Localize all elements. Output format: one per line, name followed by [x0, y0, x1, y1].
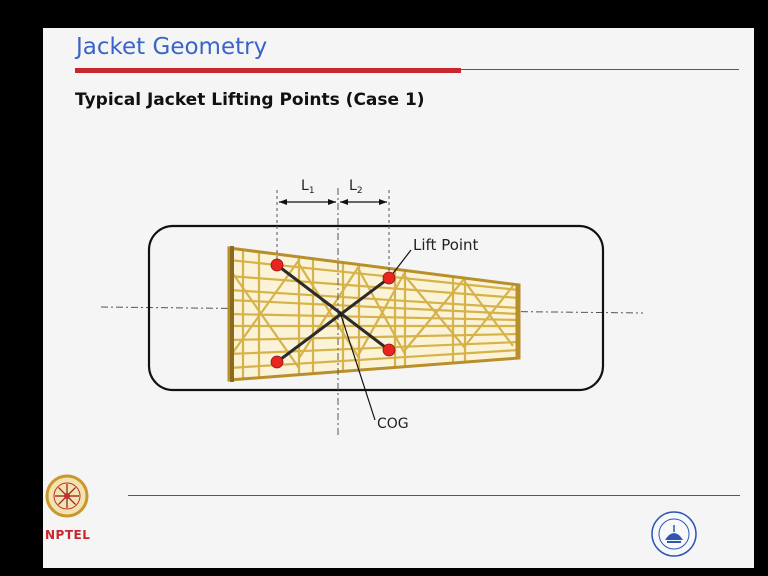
title-underline-bar — [75, 68, 461, 73]
lift-point-marker — [382, 343, 396, 357]
barge-outline — [147, 224, 605, 392]
lift-point-marker — [270, 355, 284, 369]
dim-l1-label: L1 — [301, 178, 315, 196]
dim-l2-label: L2 — [349, 178, 363, 196]
lift-point-marker — [270, 258, 284, 272]
dimension-l1 — [279, 199, 336, 205]
lift-point-leader-line — [390, 249, 412, 277]
footer-rule-line — [128, 495, 740, 496]
sling-lines — [276, 263, 390, 364]
lift-point-marker — [382, 271, 396, 285]
slide-subtitle: Typical Jacket Lifting Points (Case 1) — [75, 90, 425, 110]
dimension-l2 — [340, 199, 387, 205]
cog-leader-line — [339, 311, 376, 421]
slide: Jacket Geometry Typical Jacket Lifting P… — [43, 28, 754, 568]
cog-label: COG — [377, 416, 409, 432]
title-rule-line — [461, 69, 739, 70]
slide-title: Jacket Geometry — [76, 34, 268, 60]
jacket-lifting-diagram: L1 L2 COG Lift Point — [45, 178, 697, 557]
lift-point-label: Lift Point — [413, 236, 479, 254]
institute-seal-icon — [651, 511, 697, 557]
nptel-logo-icon — [45, 474, 89, 518]
nptel-logo-text: NPTEL — [45, 528, 91, 542]
